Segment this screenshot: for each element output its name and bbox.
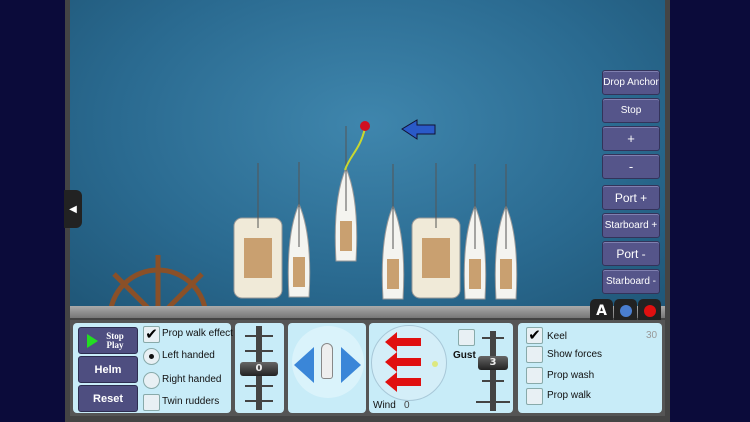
port-plus-button[interactable]: Port + [602,185,660,210]
rudder-left-icon[interactable] [294,347,314,383]
minus-button[interactable]: - [602,154,660,179]
gust-label: Gust [453,350,476,361]
boat [287,161,311,298]
keel-checkbox[interactable]: ✔ [526,327,543,344]
right-handed-radio[interactable] [143,372,160,389]
boat [494,163,518,300]
stop-play-button[interactable]: Stop Play [78,327,138,354]
throttle-slider-handle[interactable]: 0 [240,362,278,376]
boat [381,163,405,300]
stop-label: Stop [106,330,124,341]
slider-tick [245,350,273,352]
starboard-plus-button[interactable]: Starboard + [602,213,660,238]
wind-label: Wind [373,400,396,411]
keel-value: 30 [646,330,658,341]
autopilot-button[interactable]: A [590,299,613,322]
right-handed-label: Right handed [162,374,222,385]
slider-tick [245,335,273,337]
slider-tick [482,337,504,339]
slider-tick [476,401,510,403]
boat-catamaran [411,162,461,299]
reset-button[interactable]: Reset [78,385,138,412]
twin-rudders-checkbox[interactable] [143,394,160,411]
starboard-minus-button[interactable]: Starboard - [602,269,660,294]
stop-button[interactable]: Stop [602,98,660,123]
wind-value: 0 [404,400,410,411]
plus-button[interactable]: + [602,126,660,151]
wind-indicator-dot [432,361,438,367]
show-forces-label: Show forces [547,349,603,360]
gust-checkbox[interactable] [458,329,475,346]
play-icon [87,334,98,348]
record-icon[interactable] [638,299,661,322]
wind-slider-track[interactable] [490,331,496,411]
wind-slider-handle[interactable]: 3 [478,356,508,370]
show-forces-checkbox[interactable] [526,346,543,363]
sea-view[interactable] [70,0,665,380]
prop-wash-label: Prop wash [547,370,595,381]
boat [463,163,487,300]
prop-walk-label: Prop walk [547,390,591,401]
left-handed-radio[interactable] [143,348,160,365]
slider-tick [482,380,504,382]
wind-arrows-icon [385,332,421,392]
direction-arrow-icon [401,119,436,140]
target-marker[interactable] [360,121,370,131]
dock [70,306,665,318]
ships-wheel-icon[interactable] [95,255,221,380]
port-minus-button[interactable]: Port - [602,241,660,266]
player-boat[interactable] [334,125,358,262]
twin-rudders-label: Twin rudders [162,396,220,407]
globe-arrow-icon[interactable] [614,299,637,322]
boat-catamaran [233,162,283,299]
keel-label: Keel [547,331,568,342]
prop-walk-effect-checkbox[interactable]: ✔ [143,326,160,343]
drop-anchor-button[interactable]: Drop Anchor [602,70,660,95]
slider-tick [245,400,273,402]
marina-scene [95,119,518,380]
left-handed-label: Left handed [162,350,215,361]
prop-wash-checkbox[interactable] [526,367,543,384]
anchor-line [344,127,366,171]
play-label: Play [106,339,124,350]
chevron-left-icon[interactable]: ◀ [64,190,82,228]
prop-walk-checkbox[interactable] [526,388,543,405]
helm-button[interactable]: Helm [78,356,138,383]
rudder-right-icon[interactable] [341,347,361,383]
slider-tick [245,385,273,387]
boat-icon [321,343,333,379]
prop-walk-effect-label: Prop walk effect [162,328,233,339]
